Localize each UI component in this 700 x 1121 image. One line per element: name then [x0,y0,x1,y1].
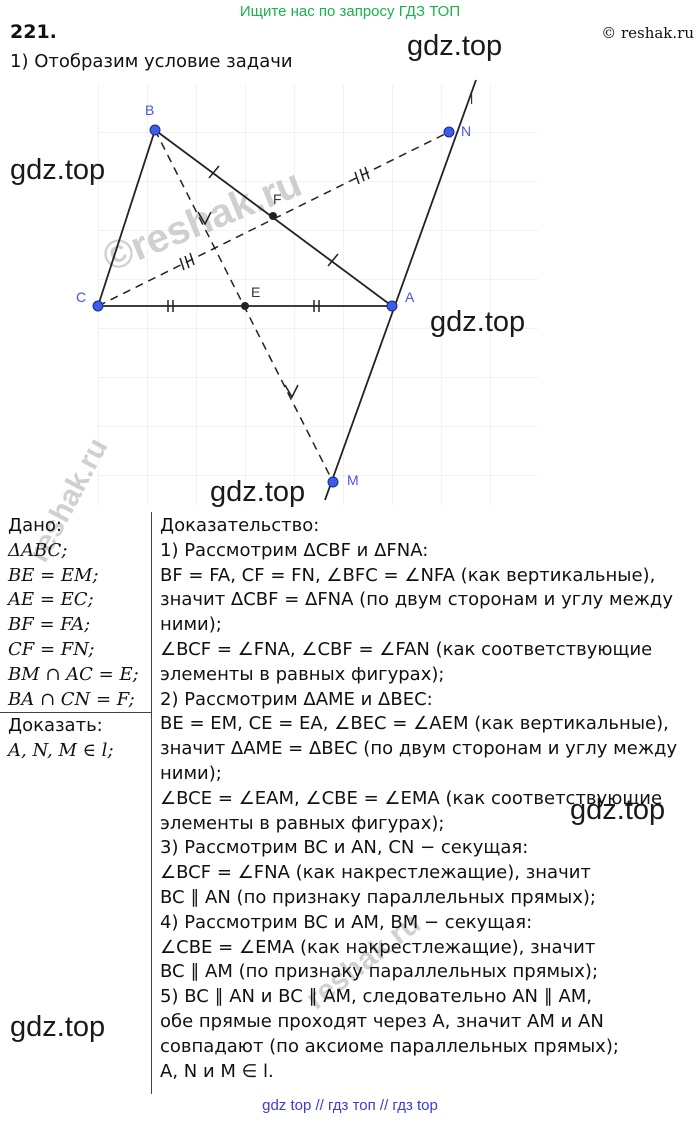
gdz-watermark-2: gdz.top [10,154,106,186]
proof-block: Доказательство: 1) Рассмотрим ΔCBF и ΔFN… [160,514,677,1084]
proof-line: BC ∥ AN (по признаку параллельных прямых… [160,886,596,908]
footer-links: gdz top // гдз топ // гдз top [262,1097,438,1114]
label-e: E [251,284,260,300]
label-n: N [461,123,471,139]
point-c [92,300,104,312]
proof-line: BE = EM, CE = EA, ∠BEC = ∠AEM (как верти… [160,713,669,735]
top-banner: Ищите нас по запросу ГДЗ ТОП [239,3,461,20]
given-item: BM ∩ AC = E; [8,663,139,685]
proof-line: элементы в равных фигурах); [160,663,445,685]
tick-fn [354,166,370,185]
tick-cf [179,252,195,271]
given-item: ΔABC; [8,539,68,561]
prove-heading: Доказать: [8,715,103,736]
figure-grid [98,85,538,505]
proof-line: ними); [160,762,222,784]
point-e [241,302,249,310]
given-block: Дано: ΔABC; BE = EM; AE = EC; BF = FA; C… [8,514,139,712]
given-prove-divider [0,712,151,713]
side-bc [97,129,156,307]
label-f: F [273,191,282,207]
gdz-watermark-6: gdz.top [10,1011,106,1043]
proof-line: ∠BCF = ∠FNA, ∠CBF = ∠FAN (как соответств… [160,638,653,660]
point-b [149,124,161,136]
geometry-figure: ©reshak.ru B C A N M E F l [76,79,538,505]
tick-bf [208,165,220,179]
point-a [386,300,398,312]
proof-line: ними); [160,614,222,636]
proof-line: элементы в равных фигурах); [160,812,445,834]
label-a: A [405,289,415,305]
gdz-watermark-5: gdz.top [570,794,666,826]
proof-line: 5) BC ∥ AN и BC ∥ AM, следовательно AN ∥… [160,986,593,1008]
copyright: © reshak.ru [601,24,694,42]
column-divider [151,512,152,1094]
proof-line: обе прямые проходят через A, значит AM и… [160,1010,604,1032]
problem-number: 221. [10,21,57,43]
gdz-watermark-4: gdz.top [210,476,306,508]
proof-line: BF = FA, CF = FN, ∠BFC = ∠NFA (как верти… [160,564,656,586]
proof-line: BC ∥ AM (по признаку параллельных прямых… [160,961,599,983]
label-c: C [76,289,86,305]
proof-line: 2) Рассмотрим ΔAME и ΔBEC: [160,688,433,710]
given-item: BA ∩ CN = F; [8,688,135,710]
proof-line: значит ΔAME = ΔBEC (по двум сторонам и у… [160,738,678,760]
step-title: 1) Отобразим условие задачи [10,51,293,72]
gdz-watermark-1: gdz.top [407,30,503,62]
label-l: l [470,91,473,107]
given-item: BF = FA; [8,614,91,636]
prove-statement: A, N, M ∈ l; [8,739,114,761]
given-heading: Дано: [8,515,62,536]
arrow-mark-be [197,211,212,226]
proof-line: 4) Рассмотрим BC и AM, BM − секущая: [160,911,533,933]
given-item: CF = FN; [8,638,95,660]
point-f [269,212,277,220]
proof-heading: Доказательство: [160,515,320,536]
proof-line: A, N и M ∈ l. [160,1060,274,1082]
proof-line: ∠BCF = ∠FNA (как накрестлежащие), значит [160,862,591,884]
label-m: M [347,472,359,488]
prove-block: Доказать: A, N, M ∈ l; [8,714,114,764]
proof-line: совпадают (по аксиоме параллельных прямы… [160,1035,619,1057]
point-n [443,126,455,138]
gdz-watermark-3: gdz.top [430,306,526,338]
arrow-mark-em [284,384,299,399]
given-item: AE = EC; [8,589,94,611]
proof-line: 3) Рассмотрим BC и AN, CN − секущая: [160,837,529,859]
tick-fa [327,253,339,267]
given-item: BE = EM; [8,564,99,586]
proof-line: ∠BCE = ∠EAM, ∠CBE = ∠EMA (как соответств… [160,787,663,809]
proof-line: ∠CBE = ∠EMA (как накрестлежащие), значит [160,936,596,958]
label-b: B [145,102,154,118]
proof-line: 1) Рассмотрим ΔCBF и ΔFNA: [160,539,429,561]
proof-line: значит ΔCBF = ΔFNA (по двум сторонам и у… [160,589,674,611]
point-m [327,476,339,488]
segment-cn [97,131,450,307]
line-l [324,79,477,501]
